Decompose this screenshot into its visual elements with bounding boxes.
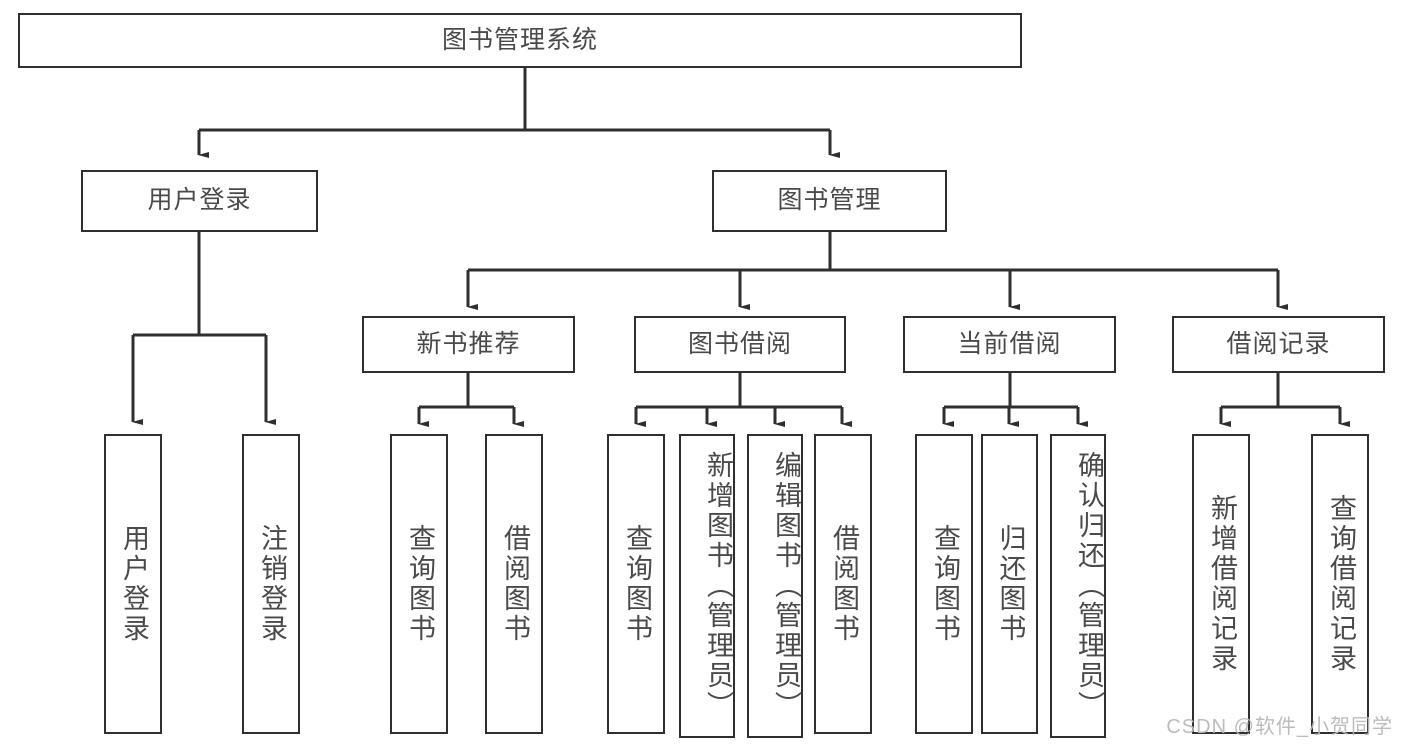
node-book-manage[interactable]: 图书管理 bbox=[712, 170, 947, 232]
leaf-cb-return-book-label: 归还图书 bbox=[995, 524, 1026, 644]
leaf-user-login-label: 用户登录 bbox=[118, 524, 149, 644]
leaf-br-add-record-label: 新增借阅记录 bbox=[1206, 494, 1237, 674]
leaf-cb-query-book-label: 查询图书 bbox=[929, 524, 960, 644]
leaf-cb-query-book[interactable]: 查询图书 bbox=[915, 434, 973, 734]
leaf-logout-login-label: 注销登录 bbox=[256, 524, 287, 644]
leaf-bb-borrow-book[interactable]: 借阅图书 bbox=[814, 434, 872, 734]
leaf-nb-borrow-book[interactable]: 借阅图书 bbox=[485, 434, 543, 734]
node-user-login[interactable]: 用户登录 bbox=[81, 170, 318, 232]
leaf-bb-edit-book[interactable]: 编辑图书（管理员） bbox=[747, 434, 803, 738]
node-borrow-record[interactable]: 借阅记录 bbox=[1172, 316, 1385, 373]
leaf-cb-confirm-return-label: 确认归还（管理员） bbox=[1074, 451, 1104, 721]
node-new-book-recommend-label: 新书推荐 bbox=[416, 329, 521, 358]
leaf-user-login[interactable]: 用户登录 bbox=[104, 434, 162, 734]
leaf-br-query-record-label: 查询借阅记录 bbox=[1325, 494, 1356, 674]
node-book-manage-label: 图书管理 bbox=[777, 186, 882, 215]
leaf-cb-return-book[interactable]: 归还图书 bbox=[981, 434, 1038, 734]
leaf-bb-edit-book-label: 编辑图书（管理员） bbox=[771, 451, 801, 721]
node-current-borrow[interactable]: 当前借阅 bbox=[903, 316, 1116, 373]
leaf-nb-query-book[interactable]: 查询图书 bbox=[390, 434, 448, 734]
node-current-borrow-label: 当前借阅 bbox=[957, 329, 1062, 358]
leaf-br-add-record[interactable]: 新增借阅记录 bbox=[1192, 434, 1250, 734]
node-book-borrow-label: 图书借阅 bbox=[687, 329, 792, 358]
node-root[interactable]: 图书管理系统 bbox=[18, 13, 1022, 68]
leaf-bb-borrow-book-label: 借阅图书 bbox=[828, 524, 859, 644]
node-user-login-label: 用户登录 bbox=[147, 186, 252, 215]
leaf-bb-query-book-label: 查询图书 bbox=[621, 524, 652, 644]
leaf-bb-add-book[interactable]: 新增图书（管理员） bbox=[679, 434, 735, 738]
leaf-nb-query-book-label: 查询图书 bbox=[404, 524, 435, 644]
leaf-cb-confirm-return[interactable]: 确认归还（管理员） bbox=[1050, 434, 1106, 738]
leaf-br-query-record[interactable]: 查询借阅记录 bbox=[1311, 434, 1369, 734]
leaf-logout-login[interactable]: 注销登录 bbox=[242, 434, 300, 734]
node-book-borrow[interactable]: 图书借阅 bbox=[634, 316, 846, 373]
node-root-label: 图书管理系统 bbox=[441, 25, 598, 54]
leaf-nb-borrow-book-label: 借阅图书 bbox=[499, 524, 530, 644]
leaf-bb-query-book[interactable]: 查询图书 bbox=[607, 434, 665, 734]
watermark: CSDN @软件_小贺同学 bbox=[1166, 716, 1393, 738]
node-borrow-record-label: 借阅记录 bbox=[1226, 329, 1331, 358]
node-new-book-recommend[interactable]: 新书推荐 bbox=[362, 316, 575, 373]
leaf-bb-add-book-label: 新增图书（管理员） bbox=[703, 451, 733, 721]
